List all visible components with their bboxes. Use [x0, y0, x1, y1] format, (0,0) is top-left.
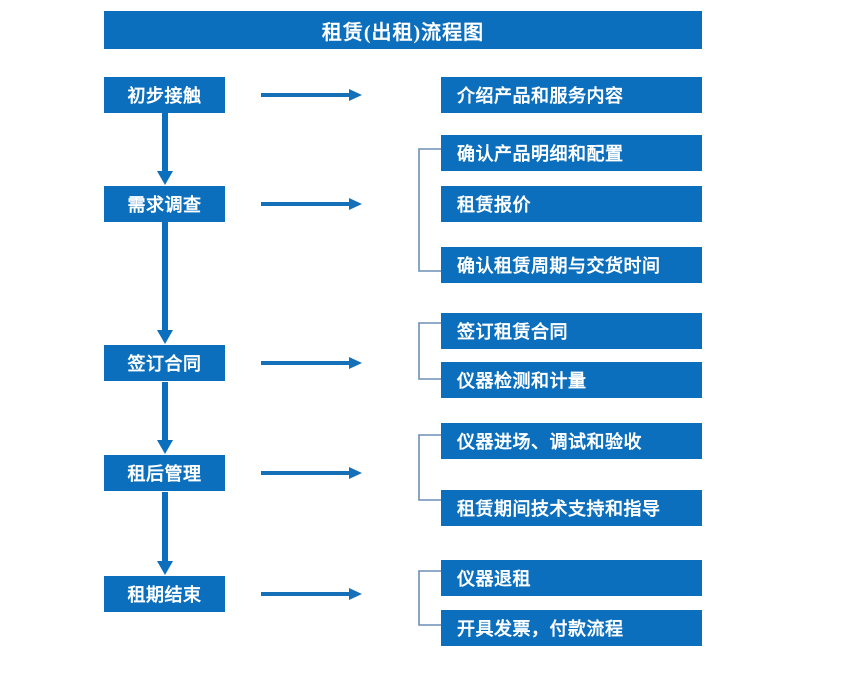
detail-box-2[interactable]: 确认产品明细和配置	[441, 135, 702, 171]
detail-box-10[interactable]: 开具发票，付款流程	[441, 610, 702, 646]
vertical-arrow-1	[155, 113, 175, 186]
horizontal-arrow-1	[261, 88, 363, 102]
vertical-arrow-2	[155, 222, 175, 345]
detail-box-6[interactable]: 仪器检测和计量	[441, 362, 702, 398]
group-bracket-2	[416, 148, 442, 272]
stage-box-3[interactable]: 签订合同	[104, 345, 225, 381]
vertical-arrow-4	[155, 492, 175, 576]
horizontal-arrow-4	[261, 466, 363, 480]
group-bracket-3	[416, 322, 442, 380]
vertical-arrow-3	[155, 382, 175, 455]
detail-box-3[interactable]: 租赁报价	[441, 186, 702, 222]
stage-box-2[interactable]: 需求调查	[104, 186, 225, 222]
detail-box-9[interactable]: 仪器退租	[441, 560, 702, 596]
horizontal-arrow-2	[261, 197, 363, 211]
group-bracket-5	[416, 570, 442, 626]
detail-box-7[interactable]: 仪器进场、调试和验收	[441, 423, 702, 459]
flowchart-title: 租赁(出租)流程图	[104, 11, 702, 49]
horizontal-arrow-5	[261, 587, 363, 601]
detail-box-4[interactable]: 确认租赁周期与交货时间	[441, 247, 702, 283]
horizontal-arrow-3	[261, 356, 363, 370]
stage-box-4[interactable]: 租后管理	[104, 455, 225, 491]
detail-box-8[interactable]: 租赁期间技术支持和指导	[441, 490, 702, 526]
detail-box-1[interactable]: 介绍产品和服务内容	[441, 77, 702, 113]
detail-box-5[interactable]: 签订租赁合同	[441, 313, 702, 349]
stage-box-5[interactable]: 租期结束	[104, 576, 225, 612]
group-bracket-4	[416, 434, 442, 501]
stage-box-1[interactable]: 初步接触	[104, 77, 225, 113]
